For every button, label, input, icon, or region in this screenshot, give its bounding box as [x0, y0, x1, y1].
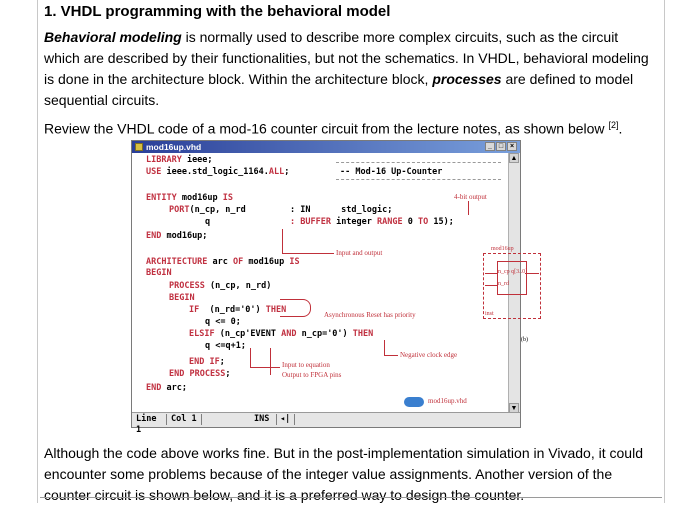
- code-line: ELSIF (n_cp'EVENT AND n_cp='0') THEN: [189, 329, 374, 339]
- review-tail: .: [618, 120, 623, 137]
- vertical-scrollbar[interactable]: ▲ ▼: [508, 153, 520, 413]
- status-line: Line 1: [134, 414, 167, 435]
- close-button[interactable]: ×: [507, 142, 517, 151]
- annotation-output-fpga: Output to FPGA pins: [282, 371, 342, 379]
- code-line: IF (n_rd='0') THEN: [189, 305, 287, 315]
- annotation-line: [282, 253, 334, 254]
- term-behavioral-modeling: Behavioral modeling: [44, 29, 182, 45]
- annotation-4bit-output: 4-bit output: [454, 193, 487, 201]
- diagram-port-rd: n_rd: [498, 281, 509, 287]
- code-line: q <= 0;: [205, 317, 241, 327]
- diagram-inst: inst: [485, 311, 494, 317]
- minimize-button[interactable]: _: [485, 142, 495, 151]
- annotation-bracket: [280, 299, 311, 317]
- maximize-button[interactable]: □: [496, 142, 506, 151]
- closing-paragraph: Although the code above works fine. But …: [44, 445, 643, 503]
- status-col: Col 1: [169, 414, 202, 425]
- review-sentence: Review the VHDL code of a mod-16 counter…: [44, 120, 622, 137]
- badge-label: mod16up.vhd: [428, 397, 467, 405]
- code-line: ARCHITECTURE arc OF mod16up IS: [146, 257, 300, 267]
- port-buffer-decl: : BUFFER integer RANGE 0 TO 15);: [290, 217, 454, 227]
- status-mode: INS: [252, 414, 277, 425]
- annotation-arrow: [468, 201, 469, 215]
- annotation-input-to-eq: Input to equation: [282, 361, 330, 369]
- diagram-wire: [525, 273, 539, 274]
- intro-text-1: is normally used to describe more comple…: [44, 29, 649, 87]
- code-line: BEGIN: [146, 268, 172, 278]
- diagram-wire: [485, 285, 497, 286]
- code-line: END arc;: [146, 383, 187, 393]
- reference-mark: [2]: [608, 120, 619, 130]
- editor-titlebar[interactable]: mod16up.vhd _ □ ×: [132, 141, 520, 153]
- code-line: END PROCESS;: [169, 369, 231, 379]
- term-processes: processes: [432, 71, 502, 87]
- code-line: USE ieee.std_logic_1164.ALL;: [146, 167, 290, 177]
- annotation-line: [384, 355, 398, 356]
- diagram-port-q: n_cp q[3..0]: [498, 269, 528, 275]
- status-scroll-icon[interactable]: ◂|: [278, 414, 295, 425]
- code-line: PROCESS (n_cp, n_rd): [169, 281, 272, 291]
- bottom-rule: [40, 497, 662, 498]
- code-line: BEGIN: [169, 293, 195, 303]
- annotation-line: [384, 340, 385, 356]
- block-diagram: mod16up n_cp q[3..0] n_rd inst (b): [483, 245, 543, 345]
- code-comment: -- Mod-16 Up-Counter: [340, 167, 443, 177]
- diagram-outline: [483, 253, 541, 319]
- diagram-wire: [485, 273, 497, 274]
- code-line: ENTITY mod16up IS: [146, 193, 234, 203]
- port-in-decl: : IN std_logic;: [290, 205, 393, 215]
- intro-paragraph: Behavioral modeling is normally used to …: [44, 27, 656, 111]
- diagram-block: [497, 261, 527, 295]
- annotation-line: [250, 348, 251, 368]
- comment-border-bottom: [336, 179, 501, 180]
- code-line: LIBRARY ieee;: [146, 155, 213, 165]
- code-editor-window: mod16up.vhd _ □ × ▲ ▼ LIBRARY ieee; USE …: [131, 140, 521, 435]
- annotation-input-output: Input and output: [336, 249, 383, 257]
- code-line: q: [205, 217, 211, 227]
- annotation-async-reset: Asynchronous Reset has priority: [324, 311, 416, 319]
- annotation-neg-edge: Negative clock edge: [400, 351, 458, 359]
- file-badge-icon: [404, 397, 424, 407]
- code-line: END IF;: [189, 357, 225, 367]
- scroll-up-icon[interactable]: ▲: [509, 153, 519, 163]
- file-icon: [135, 143, 143, 151]
- review-text: Review the VHDL code of a mod-16 counter…: [44, 120, 609, 137]
- page-frame: [37, 0, 665, 503]
- editor-title: mod16up.vhd: [146, 142, 202, 152]
- comment-border-top: [336, 162, 501, 163]
- status-bar: Line 1 Col 1 INS ◂|: [132, 412, 520, 435]
- intro-text-2: are defined to model sequential circuits…: [44, 71, 634, 108]
- code-line: PORT(n_cp, n_rd: [169, 205, 246, 215]
- diagram-b-label: (b): [521, 337, 528, 343]
- annotation-line: [270, 348, 271, 375]
- code-line: q <=q+1;: [205, 341, 246, 351]
- diagram-title: mod16up: [491, 246, 514, 252]
- annotation-line: [282, 229, 283, 253]
- annotation-line: [250, 367, 280, 368]
- code-line: END mod16up;: [146, 231, 208, 241]
- section-heading: 1. VHDL programming with the behavioral …: [44, 3, 391, 20]
